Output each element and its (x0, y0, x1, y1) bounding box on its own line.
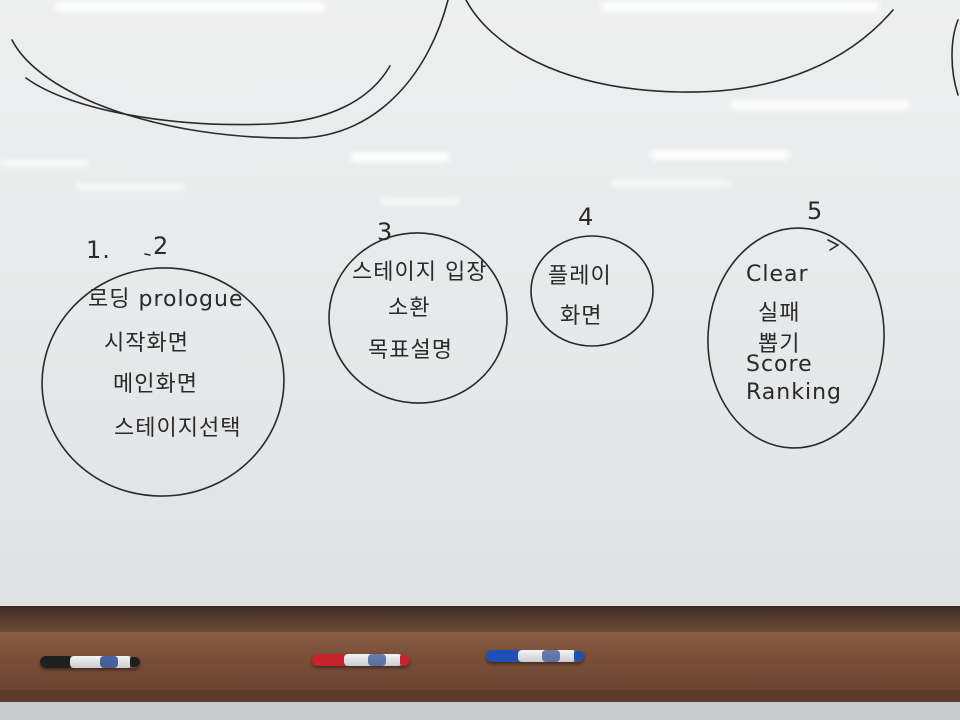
top-center-arc (465, 0, 894, 93)
tray-lip (0, 690, 960, 702)
group-4-line-1: Clear (746, 262, 809, 287)
light-reflection (610, 180, 730, 187)
light-reflection (0, 160, 90, 167)
group-4-number: 5 (807, 197, 824, 225)
light-reflection (380, 198, 460, 205)
circle-group-1 (41, 267, 285, 497)
circle-group-4 (707, 227, 885, 449)
group-1-number-b: 2 (153, 232, 170, 260)
group-3-line-1: 플레이 (548, 264, 612, 289)
group-4-line-4: Score (746, 352, 813, 377)
ink-drawings (11, 0, 959, 497)
light-reflection (75, 183, 185, 190)
whiteboard: 1. 2 로딩 prologue 시작화면 메인화면 스테이지선택 3 스테이지… (0, 0, 960, 612)
group-1-line-4: 스테이지선택 (114, 416, 242, 441)
top-left-arc-outer (11, 0, 449, 139)
tray-back-edge (0, 606, 960, 634)
right-edge-arc (951, 19, 959, 96)
blue-marker[interactable] (486, 650, 584, 662)
circle-group-3 (530, 235, 654, 347)
group-2-line-3: 목표설명 (368, 338, 453, 363)
group-3-number: 4 (578, 203, 595, 231)
group-2-line-1: 스테이지 입장 (352, 260, 488, 285)
light-reflection (350, 152, 450, 162)
red-marker[interactable] (312, 654, 410, 666)
group-1-line-2: 시작화면 (104, 331, 189, 356)
circle-group-2 (328, 232, 508, 404)
group-3-line-2: 화면 (560, 304, 603, 329)
light-reflection (55, 2, 325, 12)
group-1-line-3: 메인화면 (113, 372, 198, 397)
arrow-mark (827, 239, 840, 251)
group-1-line-1: 로딩 prologue (88, 287, 244, 312)
group-2-number: 3 (377, 218, 394, 246)
light-reflection (650, 150, 790, 160)
dash-mark (144, 253, 151, 256)
top-left-arc-inner (25, 65, 391, 126)
group-2-line-2: 소환 (388, 296, 431, 321)
marker-tray (0, 632, 960, 694)
wall-below (0, 702, 960, 720)
light-reflection (730, 100, 910, 110)
light-reflection (600, 2, 880, 12)
group-1-number-a: 1. (86, 236, 111, 264)
group-4-line-3: 뽑기 (758, 332, 801, 357)
group-4-line-2: 실패 (758, 301, 801, 326)
black-marker[interactable] (40, 656, 140, 668)
group-4-line-5: Ranking (746, 380, 842, 405)
